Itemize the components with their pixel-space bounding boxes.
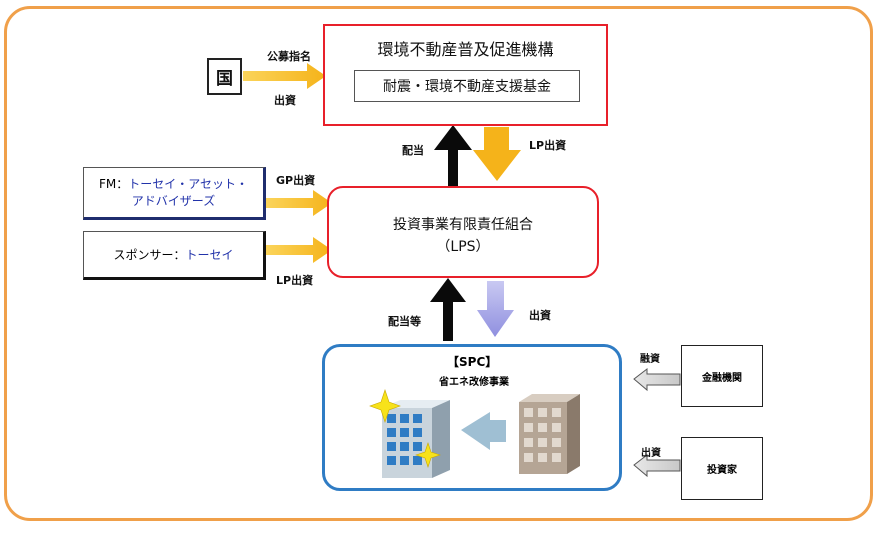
investor-investment-label: 出資 bbox=[641, 448, 661, 459]
finance-loan-label: 融資 bbox=[640, 354, 660, 365]
fm-prefix: FM： bbox=[98, 177, 129, 191]
investment-to-spc-label: 出資 bbox=[529, 309, 551, 322]
return-to-lps-arrow bbox=[430, 278, 466, 341]
spc-subtitle: 省エネ改修事業 bbox=[439, 377, 509, 388]
fm-box: FM：トーセイ・アセット・ アドバイザーズ bbox=[83, 167, 266, 220]
lp-investment-label: LP出資 bbox=[529, 139, 567, 152]
return-up-arrow bbox=[434, 125, 472, 187]
top-organization-title: 環境不動産普及促進機構 bbox=[377, 40, 554, 59]
sponsor-prefix: スポンサー： bbox=[113, 248, 186, 262]
old-building-icon bbox=[519, 394, 580, 474]
lps-title: 投資事業有限責任組合 bbox=[393, 217, 533, 233]
lp-investment-down-arrow bbox=[473, 127, 521, 181]
lps-to-spc-down-arrow bbox=[477, 281, 514, 337]
investor-investment-arrow bbox=[633, 453, 681, 478]
country-investment-arrow bbox=[243, 63, 326, 89]
country-box: 国 bbox=[207, 58, 242, 95]
country-arrow-label-top: 公募指名 bbox=[267, 50, 311, 63]
retrofit-conversion-arrow bbox=[461, 412, 506, 450]
finance-loan-arrow bbox=[633, 367, 681, 392]
country-arrow-label-bottom: 出資 bbox=[274, 94, 296, 107]
renovated-building-icon bbox=[382, 400, 450, 478]
investor-box: 投資家 bbox=[681, 437, 763, 500]
sponsor-lp-label: LP出資 bbox=[276, 274, 314, 287]
finance-box: 金融機関 bbox=[681, 345, 763, 407]
lps-box: 投資事業有限責任組合 （LPS） bbox=[327, 186, 599, 278]
return-to-lps-label: 配当等 bbox=[388, 315, 421, 328]
fund-box: 耐震・環境不動産支援基金 bbox=[354, 70, 580, 102]
fm-name-line2: アドバイザーズ bbox=[131, 194, 216, 208]
lps-subtitle: （LPS） bbox=[436, 239, 490, 255]
top-organization-box: 環境不動産普及促進機構 耐震・環境不動産支援基金 bbox=[323, 24, 608, 126]
fm-name-line1: トーセイ・アセット・ bbox=[128, 177, 249, 191]
fm-gp-label: GP出資 bbox=[276, 174, 316, 187]
sponsor-name: トーセイ bbox=[185, 248, 234, 262]
spc-box: 【SPC】 省エネ改修事業 bbox=[322, 344, 622, 491]
sponsor-box: スポンサー：トーセイ bbox=[83, 231, 266, 280]
return-label: 配当 bbox=[402, 144, 424, 157]
sponsor-lp-arrow bbox=[266, 237, 332, 263]
sparkle-icon bbox=[369, 389, 441, 468]
spc-title: 【SPC】 bbox=[447, 355, 498, 369]
fm-gp-arrow bbox=[266, 190, 332, 216]
outer-frame bbox=[4, 6, 873, 521]
